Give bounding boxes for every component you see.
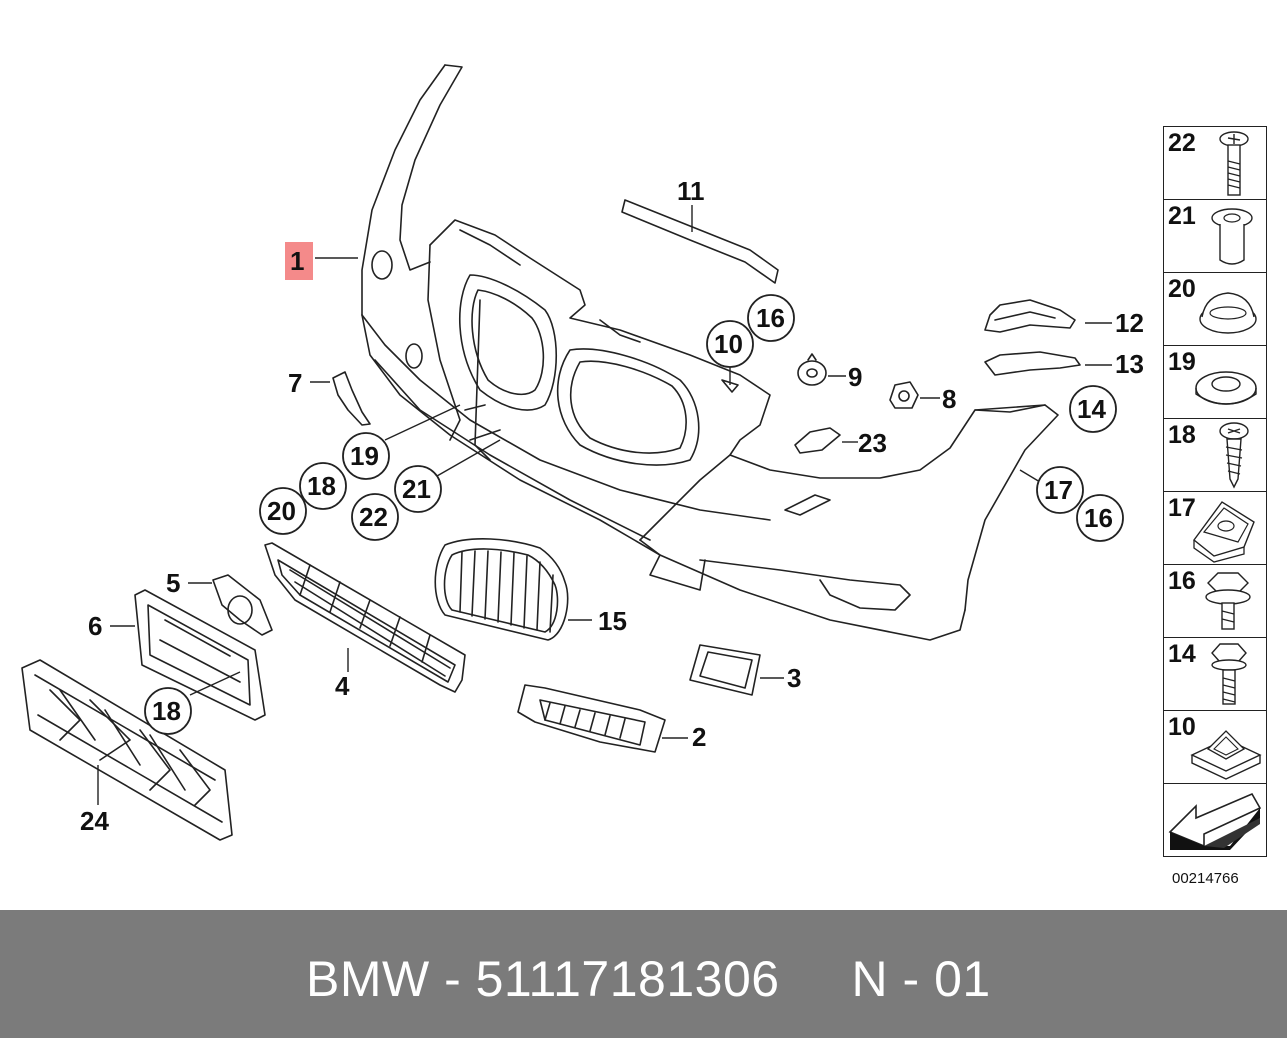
fog-cover-5-part [212, 574, 273, 636]
hex-collar-screw-icon [1205, 572, 1251, 630]
legend-item: 21 [1163, 199, 1267, 272]
callout-18a: 18 [307, 471, 336, 501]
upper-strip-part [621, 199, 779, 284]
callout-11: 11 [677, 176, 705, 206]
callout-19: 19 [350, 441, 379, 471]
long-bolt-icon [1219, 131, 1249, 196]
callout-7: 7 [288, 368, 302, 398]
legend-number: 22 [1168, 129, 1196, 157]
legend-number: 19 [1168, 348, 1196, 376]
legend-number: 14 [1168, 640, 1196, 668]
sleeve-bushing-icon [1211, 208, 1253, 265]
legend-number: 10 [1168, 713, 1196, 741]
callout-10: 10 [714, 329, 743, 359]
legend-item: 17 [1163, 491, 1267, 564]
bracket-3-part [689, 644, 761, 696]
dome-cap-icon [1199, 292, 1257, 334]
callout-1-highlight [285, 242, 313, 280]
legend-number: 18 [1168, 421, 1196, 449]
callout-1: 1 [290, 246, 304, 276]
bracket-12-part [984, 299, 1076, 333]
callout-13: 13 [1115, 349, 1144, 379]
legend-item: 18 [1163, 418, 1267, 491]
legend-direction [1163, 783, 1267, 857]
legend-item: 16 [1163, 564, 1267, 637]
callout-9: 9 [848, 362, 862, 392]
callout-18b: 18 [152, 696, 181, 726]
callout-16b: 16 [1084, 503, 1113, 533]
bracket-13-part [984, 351, 1081, 376]
washer-ring-icon [1195, 371, 1257, 405]
legend-number: 21 [1168, 202, 1196, 230]
legend-number: 20 [1168, 275, 1196, 303]
legend-item: 20 [1163, 272, 1267, 345]
carrier-grid-24-part [21, 659, 233, 841]
plate-holder-6-part [134, 589, 266, 721]
parts-diagram: 1 11 16 10 12 13 9 8 14 23 7 19 18 20 21… [21, 64, 1144, 841]
callout-20: 20 [267, 496, 296, 526]
tow-cap-23-part [794, 427, 841, 454]
legend-item: 19 [1163, 345, 1267, 418]
callout-17: 17 [1044, 475, 1073, 505]
direction-arrow-icon [1168, 792, 1262, 850]
sheet-metal-screw-icon [1219, 422, 1249, 489]
fastener-legend: 22 21 20 19 18 [1163, 126, 1267, 857]
kidney-grille-15-part [434, 538, 569, 641]
diagram-canvas: 1 11 16 10 12 13 9 8 14 23 7 19 18 20 21… [21, 64, 1144, 841]
callout-2: 2 [692, 722, 706, 752]
legend-item: 22 [1163, 126, 1267, 199]
clip-nut-icon [1193, 501, 1255, 563]
callout-24: 24 [80, 806, 109, 836]
diagram-number: 00214766 [1172, 870, 1239, 887]
side-grille-2-part [517, 684, 666, 753]
hex-flange-screw-icon [1211, 643, 1247, 705]
callout-22: 22 [359, 502, 388, 532]
callout-23: 23 [858, 428, 887, 458]
callout-3: 3 [787, 663, 801, 693]
callout-16a: 16 [756, 303, 785, 333]
callout-15: 15 [598, 606, 627, 636]
grille-carrier-part [427, 219, 771, 541]
callout-8: 8 [942, 384, 956, 414]
clip-8-part [889, 381, 919, 409]
bumper-cover-part [361, 64, 1059, 641]
callout-12: 12 [1115, 308, 1144, 338]
callout-labels: 1 11 16 10 12 13 9 8 14 23 7 19 18 20 21… [80, 176, 1144, 836]
trim-7-part [332, 371, 371, 426]
part-number-caption: BMW - 51117181306 N - 01 [306, 951, 991, 1007]
callout-21: 21 [402, 474, 431, 504]
clip-9-part [797, 353, 827, 386]
legend-item: 10 [1163, 710, 1267, 783]
footer-banner [0, 910, 1287, 1038]
callout-circles [144, 294, 1124, 735]
legend-number: 17 [1168, 494, 1196, 522]
callout-6: 6 [88, 611, 102, 641]
callout-5: 5 [166, 568, 180, 598]
lower-mesh-4-part [264, 542, 466, 693]
callout-14: 14 [1077, 394, 1106, 424]
legend-item: 14 [1163, 637, 1267, 710]
callout-4: 4 [335, 671, 350, 701]
legend-number: 16 [1168, 567, 1196, 595]
leader-lines [97, 205, 1112, 805]
square-expanding-nut-icon [1190, 730, 1262, 780]
